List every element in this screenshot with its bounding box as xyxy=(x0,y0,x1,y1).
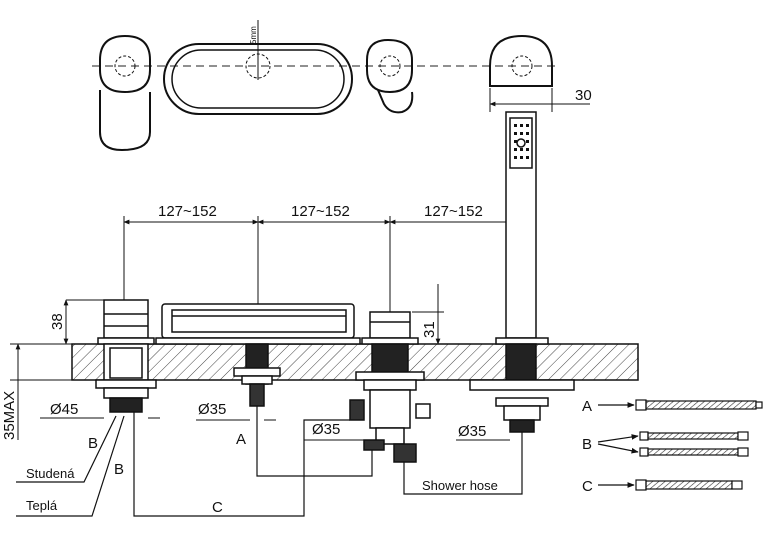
spout-side xyxy=(155,303,361,407)
d35-a-label: Ø35 xyxy=(198,401,226,418)
spacing-dim-1: 127~152 xyxy=(158,203,217,220)
spacing-dim-3: 127~152 xyxy=(424,203,483,220)
spout-top xyxy=(163,20,353,115)
spacing-dimension-lines xyxy=(123,216,523,348)
dim-30-label: 30 xyxy=(575,87,592,104)
d35-c-label: Ø35 xyxy=(458,423,486,440)
connection-lines xyxy=(16,406,523,517)
d45-label: Ø45 xyxy=(50,401,78,418)
legend-c-label: C xyxy=(582,478,593,495)
right-valve-side xyxy=(349,311,431,463)
right-handle-top xyxy=(366,38,414,114)
shower-holder-top xyxy=(489,34,553,87)
shower-hose-label: Shower hose xyxy=(422,478,498,493)
legend-a-label: A xyxy=(582,398,592,415)
conn-b2-label: B xyxy=(114,461,124,478)
top-view xyxy=(92,20,560,152)
conn-c-label: C xyxy=(212,499,223,516)
conn-b1-label: B xyxy=(88,435,98,452)
small-dim-label: 5mm xyxy=(249,26,258,44)
handset-grid xyxy=(514,124,529,159)
d35-b-label: Ø35 xyxy=(312,421,340,438)
height-31-label: 31 xyxy=(421,321,438,338)
legend-b-label: B xyxy=(582,436,592,453)
height-dims xyxy=(10,284,444,440)
dim-30 xyxy=(489,88,590,112)
hose-legend xyxy=(597,399,763,491)
tepla-label: Teplá xyxy=(26,498,58,513)
handset-center-mark xyxy=(516,138,526,148)
height-38-label: 38 xyxy=(49,313,66,330)
conn-a-label: A xyxy=(236,431,246,448)
shower-handset-side xyxy=(469,111,575,433)
spacing-dim-2: 127~152 xyxy=(291,203,350,220)
left-handle-top xyxy=(99,34,151,152)
left-valve-side xyxy=(95,299,157,413)
countertop-section xyxy=(71,343,639,381)
height-35max-label: 35MAX xyxy=(1,391,18,440)
studena-label: Studená xyxy=(26,466,75,481)
